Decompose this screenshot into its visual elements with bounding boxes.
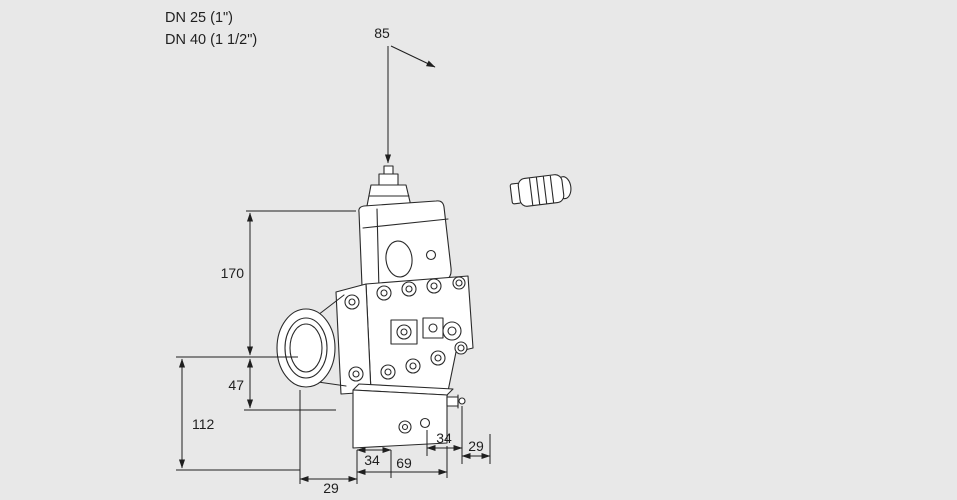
- dim-label-29-right: 29: [468, 438, 484, 454]
- size-label-dn40: DN 40 (1 1/2"): [165, 32, 258, 48]
- dimension-lines: [176, 45, 491, 484]
- coupling-drawing: [509, 174, 572, 207]
- dim-label-112: 112: [192, 416, 215, 432]
- dim-label-85: 85: [374, 25, 390, 41]
- dim-label-29-bottom: 29: [323, 480, 339, 496]
- dim-label-69-bottom: 69: [396, 455, 412, 471]
- valve-body: [335, 275, 474, 397]
- dim-label-170: 170: [221, 265, 245, 281]
- dim-label-47: 47: [228, 377, 244, 393]
- actuator-stem: [366, 165, 412, 207]
- solenoid-actuator: [358, 200, 452, 293]
- lower-block: [352, 383, 466, 449]
- dim-label-34-right: 34: [436, 430, 452, 446]
- valve-drawing: [276, 165, 474, 449]
- size-label-dn25: DN 25 (1"): [165, 10, 233, 26]
- dim-label-34-bottom: 34: [364, 452, 380, 468]
- inlet-flange: [276, 294, 347, 388]
